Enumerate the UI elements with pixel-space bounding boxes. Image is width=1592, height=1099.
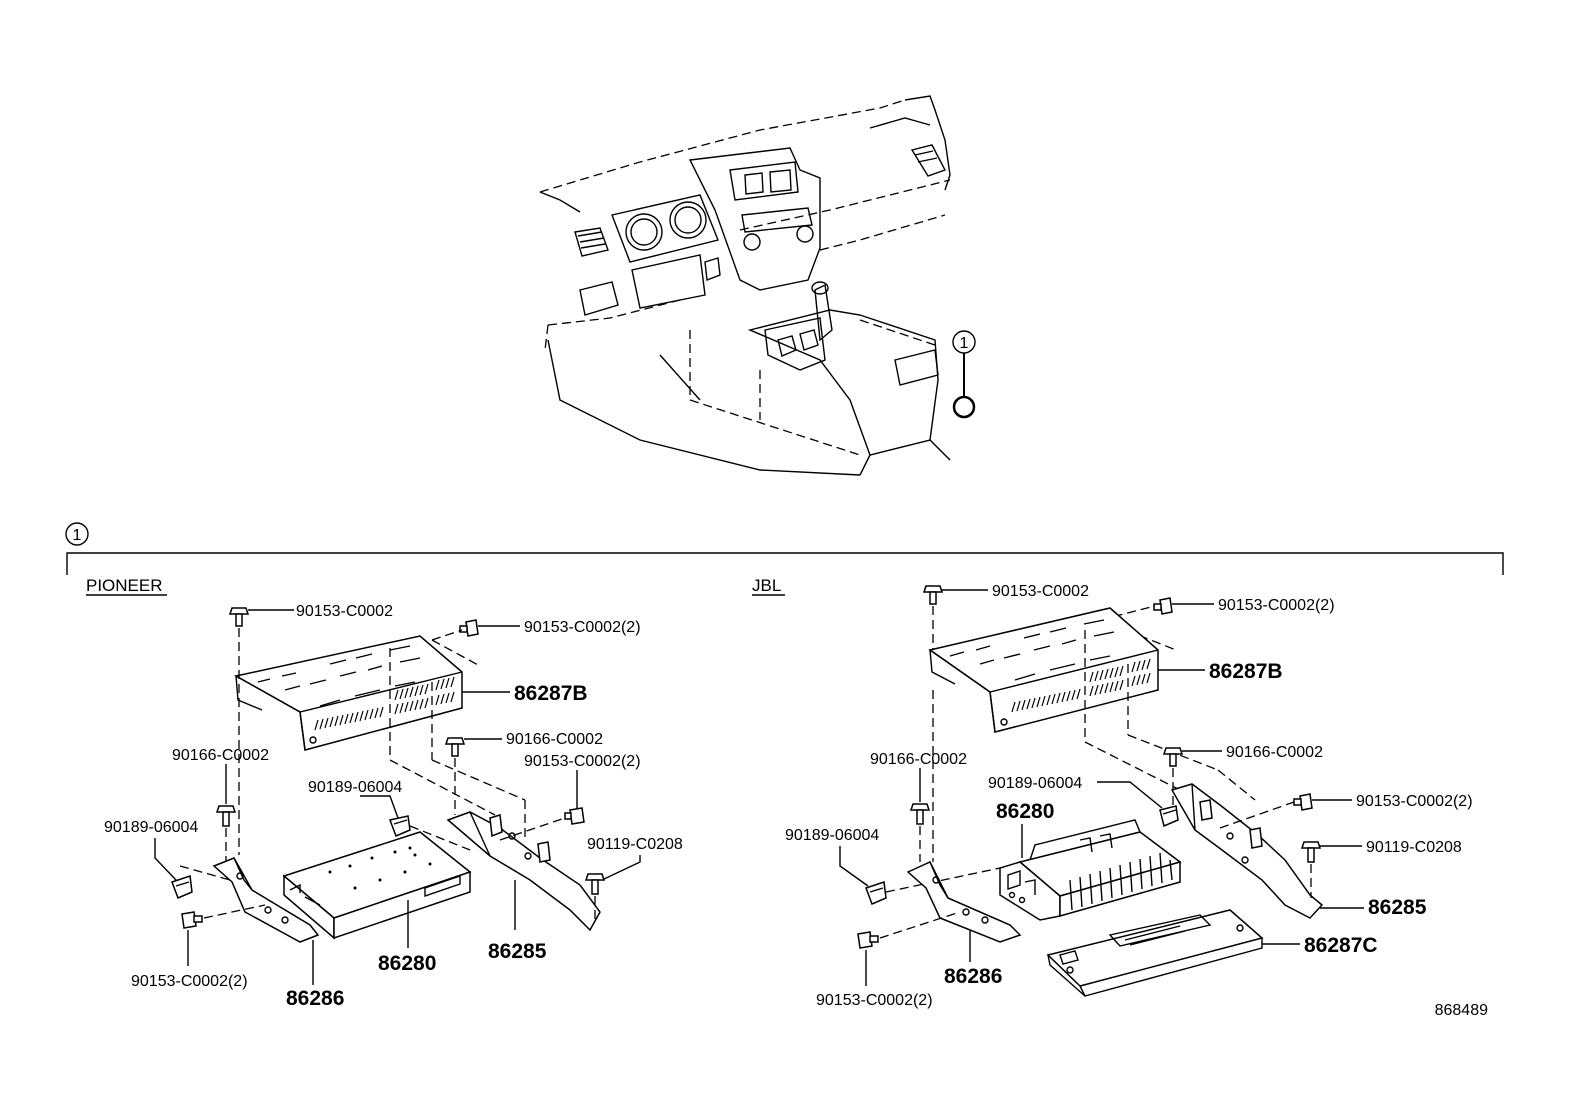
jbl-clip-left	[865, 880, 887, 905]
jbl-label-86287c: 86287C	[1304, 934, 1378, 957]
pioneer-label-86285: 86285	[488, 940, 547, 963]
pioneer-label-bolt-top-right: 90153-C0002(2)	[524, 619, 641, 636]
jbl-label-bolt-mid-right: 90153-C0002(2)	[1356, 793, 1473, 810]
pioneer-label-bolt-mid-right: 90153-C0002(2)	[524, 753, 641, 770]
jbl-amplifier-86280	[999, 819, 1182, 921]
overview-location-marker	[952, 395, 976, 419]
pioneer-label-screw-mid: 90166-C0002	[506, 731, 603, 748]
jbl-label-screw-left: 90166-C0002	[870, 751, 967, 768]
jbl-label-bolt-top: 90153-C0002	[992, 583, 1089, 600]
pioneer-bolt-top-right	[459, 619, 479, 637]
pioneer-clip-mid	[388, 815, 411, 837]
pioneer-label-86286: 86286	[286, 987, 344, 1010]
pioneer-label-clip-left: 90189-06004	[104, 819, 198, 836]
pioneer-bolt-bottom	[181, 911, 203, 929]
jbl-title: JBL	[752, 576, 781, 595]
pioneer-label-86287b: 86287B	[514, 682, 588, 705]
jbl-label-bolt-bottom: 90153-C0002(2)	[816, 992, 933, 1009]
section-callout-number: 1	[73, 527, 82, 544]
pioneer-bolt-top	[228, 607, 250, 627]
pioneer-label-bolt-top: 90153-C0002	[296, 603, 393, 620]
jbl-screw-right	[1300, 841, 1322, 863]
section-header: 1	[65, 522, 1504, 575]
jbl-label-86286: 86286	[944, 965, 1002, 988]
jbl-screw-left	[909, 803, 931, 825]
jbl-label-screw-right: 90119-C0208	[1366, 839, 1462, 856]
diagram-code: 868489	[1435, 1002, 1488, 1019]
pioneer-screw-mid	[444, 737, 466, 757]
jbl-label-clip-left: 90189-06004	[785, 827, 879, 844]
jbl-bolt-top-right	[1153, 597, 1173, 615]
jbl-label-clip-mid: 90189-06004	[988, 775, 1082, 792]
pioneer-bracket-86286	[212, 857, 320, 943]
jbl-bracket-86286	[906, 861, 1022, 943]
pioneer-label-screw-right: 90119-C0208	[587, 836, 683, 853]
jbl-bracket-86285	[1170, 783, 1324, 919]
jbl-bolt-top	[922, 585, 944, 605]
pioneer-title: PIONEER	[86, 576, 163, 595]
pioneer-label-screw-left: 90166-C0002	[172, 747, 269, 764]
jbl-label-86280: 86280	[996, 800, 1054, 823]
pioneer-label-86280: 86280	[378, 952, 436, 975]
pioneer-bracket-86287b	[233, 635, 463, 751]
jbl-label-screw-mid: 90166-C0002	[1226, 744, 1323, 761]
overview-callout-number: 1	[960, 335, 969, 352]
pioneer-clip-left	[171, 874, 193, 899]
jbl-section: JBL 90153-C0002 90153-C0002(2)	[752, 576, 1473, 1009]
dashboard-overview-illustration: 1	[539, 95, 976, 476]
jbl-cover-86287c	[1046, 909, 1264, 997]
jbl-clip-mid	[1159, 805, 1179, 828]
pioneer-screw-left	[215, 805, 237, 827]
pioneer-label-bolt-bottom: 90153-C0002(2)	[131, 973, 248, 990]
jbl-bracket-86287b	[928, 607, 1159, 733]
jbl-label-86287b: 86287B	[1209, 660, 1283, 683]
pioneer-screw-right	[584, 873, 606, 895]
pioneer-section: PIONEER 86287B	[86, 576, 683, 1010]
pioneer-label-clip-mid: 90189-06004	[308, 779, 402, 796]
jbl-label-bolt-top-right: 90153-C0002(2)	[1218, 597, 1335, 614]
jbl-bolt-bottom	[857, 931, 879, 949]
jbl-screw-mid	[1162, 747, 1184, 767]
pioneer-bolt-mid-right	[564, 807, 585, 825]
pioneer-bracket-86285	[446, 811, 601, 932]
pioneer-amplifier-86280	[282, 831, 472, 940]
jbl-bolt-mid-right	[1293, 793, 1313, 811]
jbl-label-86285: 86285	[1368, 896, 1427, 919]
